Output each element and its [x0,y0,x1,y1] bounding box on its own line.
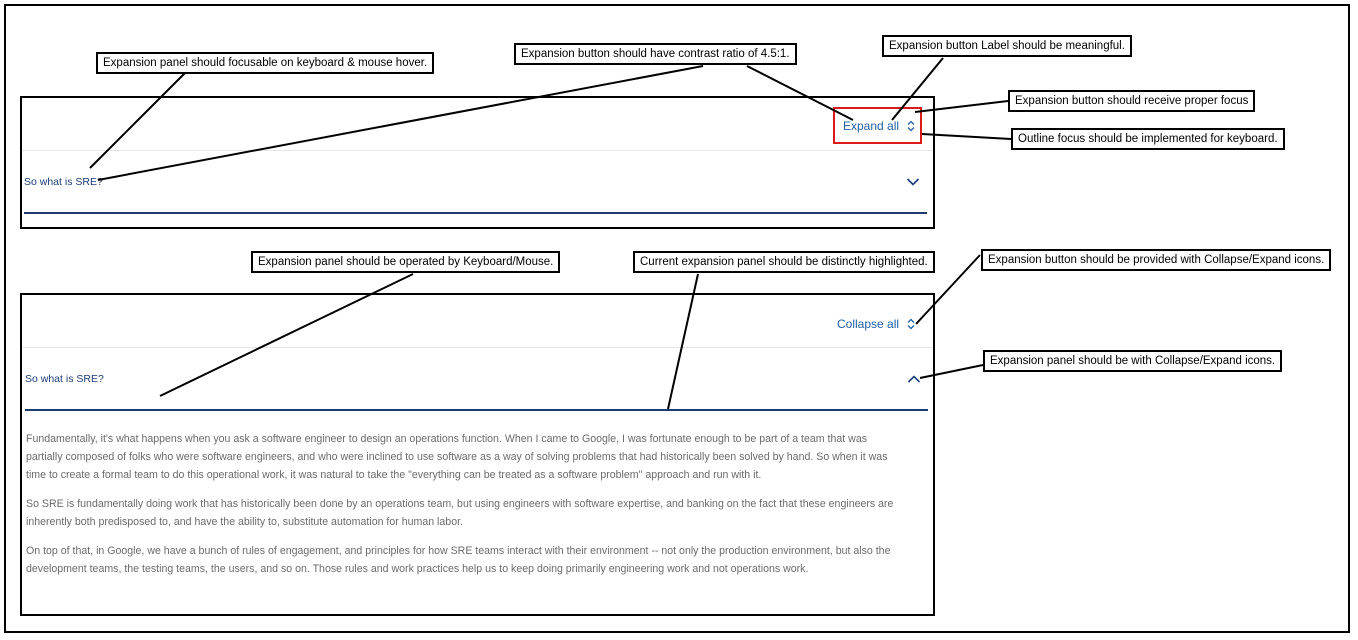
callout-operated: Expansion panel should be operated by Ke… [251,251,561,273]
panel-actions-row [22,98,933,151]
chevron-up-icon[interactable] [907,374,921,384]
panel-actions-row [22,295,933,348]
chevron-down-icon[interactable] [906,177,920,187]
panel-paragraph: On top of that, in Google, we have a bun… [26,545,891,575]
callout-highlighted: Current expansion panel should be distin… [633,251,935,273]
panel-header-underline [24,212,927,214]
expand-all-button[interactable]: Expand all [843,119,916,133]
panel-header-title: So what is SRE? [24,176,103,188]
panel-header[interactable]: So what is SRE? [22,162,933,202]
expand-all-label: Expand all [843,119,900,133]
unfold-icon [907,120,915,132]
expansion-panel-expanded[interactable]: Collapse all So what is SRE? Fundamental… [20,293,935,616]
callout-label-meaningful: Expansion button Label should be meaning… [882,35,1132,57]
panel-content: Fundamentally, it's what happens when yo… [26,430,896,589]
callout-button-icons: Expansion button should be provided with… [981,249,1332,271]
panel-header[interactable]: So what is SRE? [22,359,933,399]
focus-outline-indicator [833,107,922,144]
panel-paragraph: Fundamentally, it's what happens when yo… [26,433,888,481]
unfold-icon [907,318,915,330]
callout-outline-focus: Outline focus should be implemented for … [1011,128,1285,150]
callout-focusable: Expansion panel should focusable on keyb… [96,52,435,74]
panel-header-underline [25,409,928,411]
expansion-panel-collapsed[interactable]: Expand all So what is SRE? [20,96,935,229]
callout-receive-focus: Expansion button should receive proper f… [1008,90,1256,112]
callout-panel-icons: Expansion panel should be with Collapse/… [983,350,1283,372]
callout-contrast: Expansion button should have contrast ra… [514,43,797,65]
collapse-all-button[interactable]: Collapse all [837,317,916,331]
outer-frame [4,4,1350,633]
panel-paragraph: So SRE is fundamentally doing work that … [26,498,894,528]
collapse-all-label: Collapse all [837,317,900,331]
panel-header-title: So what is SRE? [25,373,104,385]
